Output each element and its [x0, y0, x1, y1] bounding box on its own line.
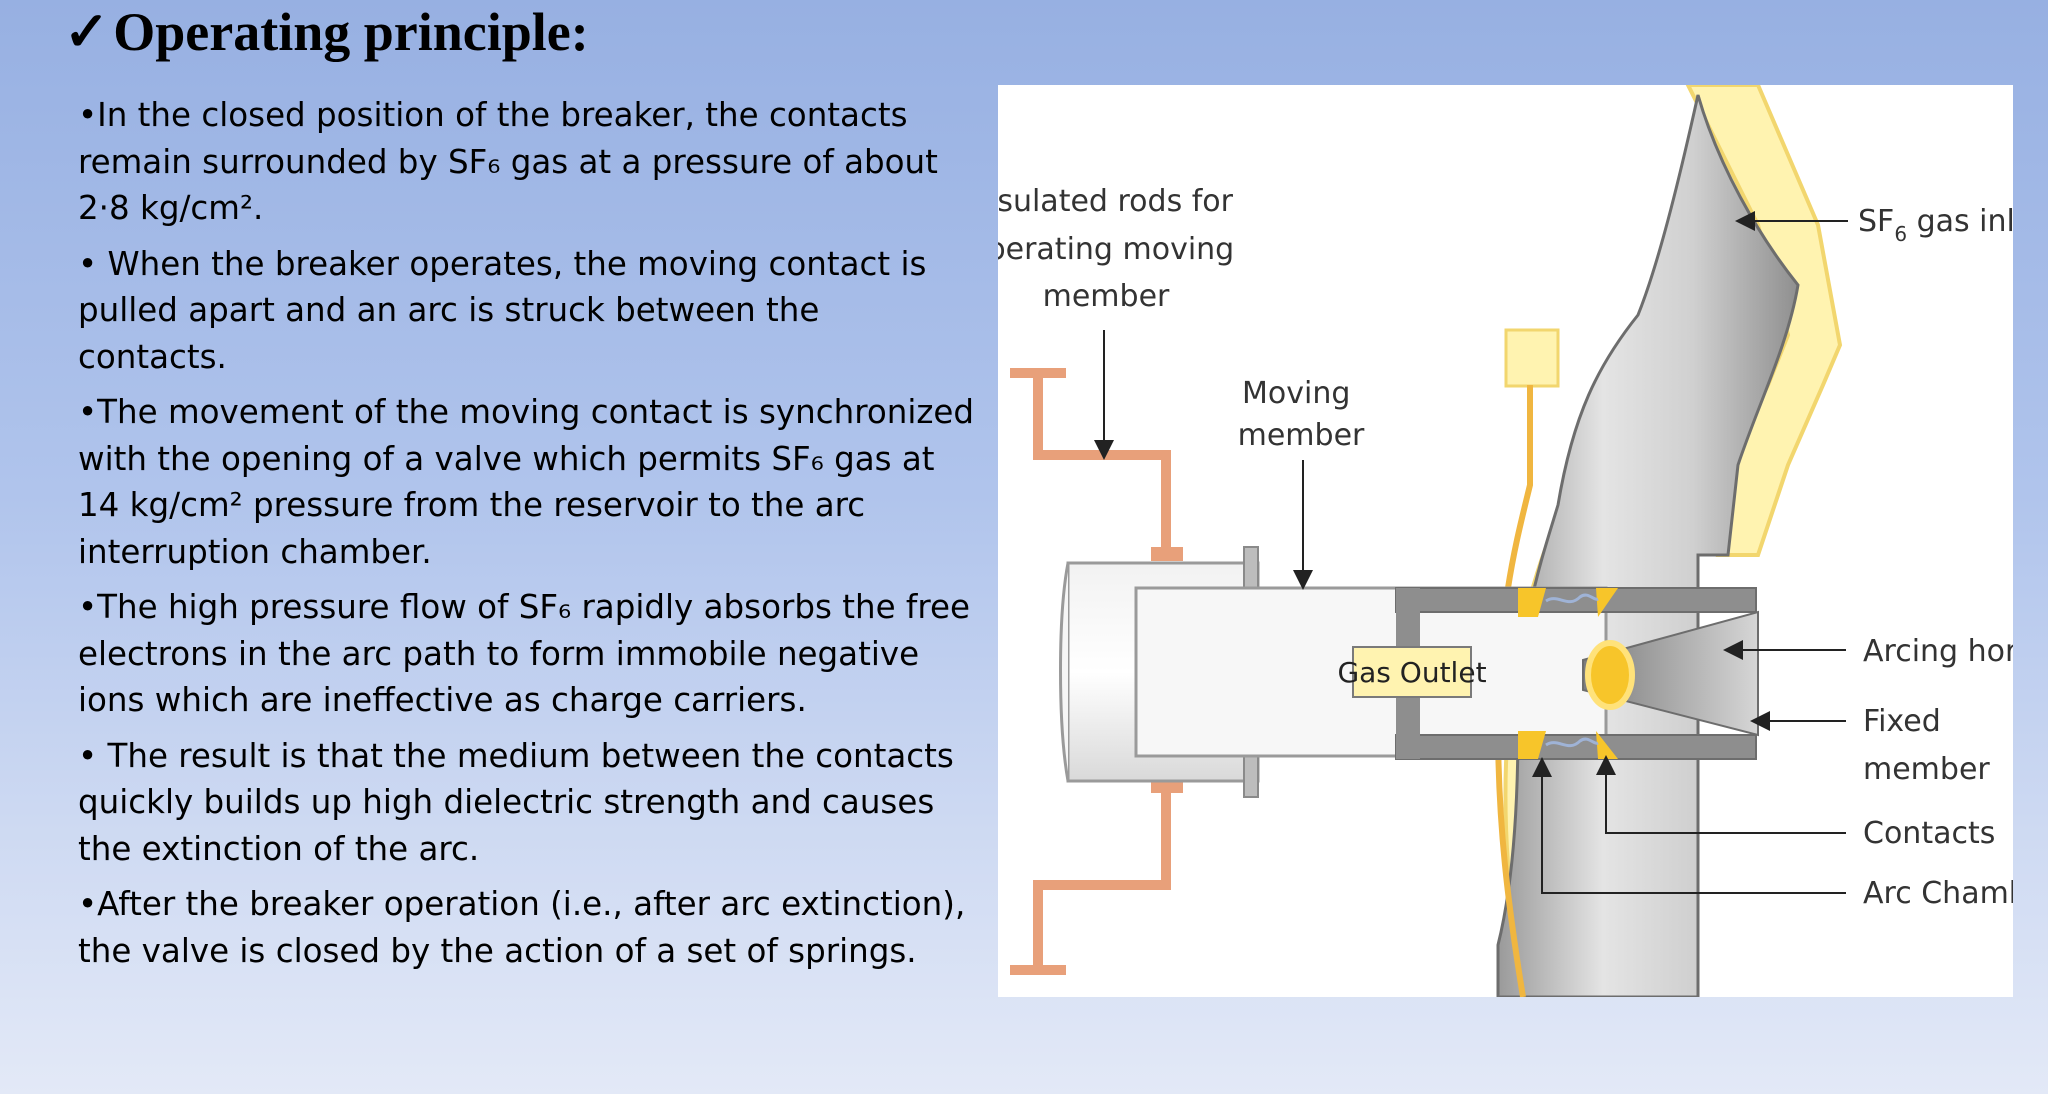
pipe-insulation	[1685, 85, 1843, 557]
sf6-breaker-diagram: Gas Outlet Insulated rods for operating …	[998, 85, 2013, 997]
label-fixed-member: Fixed member	[1863, 704, 1990, 787]
bullet-item: •After the breaker operation (i.e., afte…	[78, 885, 966, 970]
arc-glow	[1585, 640, 1635, 710]
bullet-item: •In the closed position of the breaker, …	[78, 96, 938, 227]
arrow-arc-chamber	[1532, 757, 1846, 894]
rod-bracket-top	[1151, 547, 1183, 561]
label-insulated-rods: Insulated rods for operating moving memb…	[998, 184, 1244, 314]
diagram-svg: Gas Outlet Insulated rods for operating …	[998, 85, 2013, 997]
slide-title: ✓Operating principle:	[64, 0, 589, 64]
bullet-item: •The movement of the moving contact is s…	[78, 393, 975, 571]
fixed-contact-top	[1596, 588, 1618, 617]
bullet-item: • The result is that the medium between …	[78, 736, 954, 868]
pipe-collar	[1504, 328, 1560, 388]
label-sf6-gas-inlet: SF6 gas inlet	[1858, 204, 2013, 246]
arcing-horn	[1582, 610, 1759, 737]
label-contacts: Contacts	[1863, 816, 1995, 851]
bullet-item: • When the breaker operates, the moving …	[78, 244, 927, 376]
fixed-contact-bottom	[1596, 731, 1618, 759]
bullet-item: •The high pressure flow of SF₆ rapidly a…	[78, 588, 970, 719]
cylinder-left-edge	[1059, 562, 1070, 782]
label-arc-chamber: Arc Chamber	[1863, 876, 2013, 911]
moving-contact-bottom	[1518, 731, 1546, 759]
label-moving-member: Moving member	[1238, 376, 1365, 453]
slide-title-text: Operating principle:	[113, 2, 589, 62]
arc-top	[1545, 593, 1599, 604]
gas-outlet-box	[1352, 646, 1472, 698]
arc-chamber-arm-bottom	[1395, 734, 1757, 760]
label-arcing-horn: Arcing horn	[1863, 634, 2013, 669]
bullet-list: •In the closed position of the breaker, …	[78, 92, 978, 983]
gas-outlet-label: Gas Outlet	[1337, 656, 1486, 689]
arrow-contacts	[1596, 755, 1846, 834]
arc-bottom	[1545, 737, 1599, 748]
moving-contact-top	[1518, 588, 1546, 617]
check-mark-icon: ✓	[64, 2, 110, 62]
